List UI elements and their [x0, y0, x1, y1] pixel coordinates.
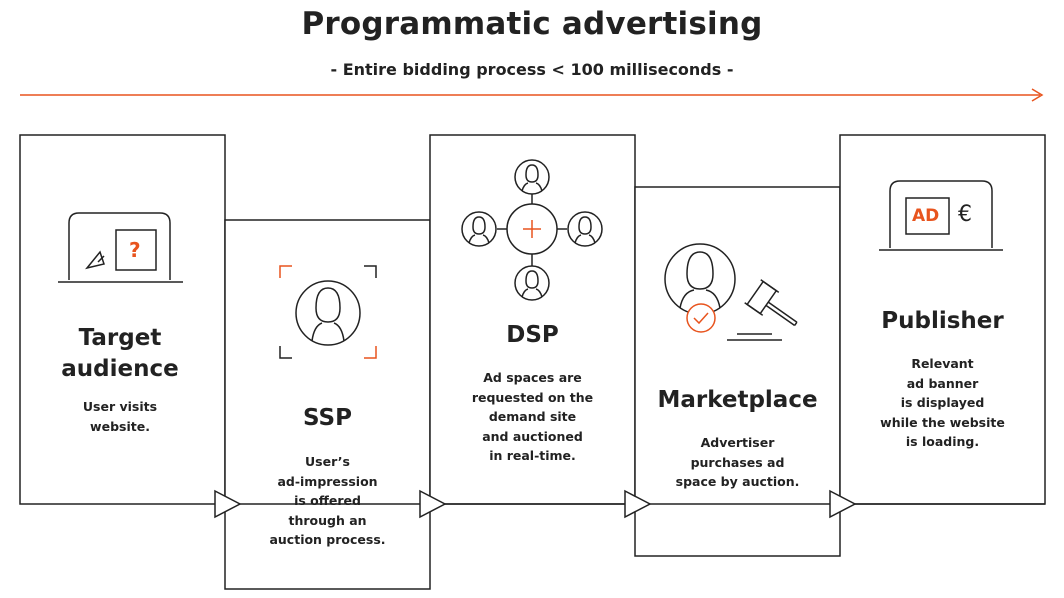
laptop-cursor-question-icon [58, 212, 183, 283]
flow-arrow-3-icon [624, 489, 652, 519]
stage-description-ssp: User’s ad-impression is offered through … [269, 454, 386, 547]
stage-description-marketplace: Advertiser purchases ad space by auction… [675, 435, 800, 489]
stage-title-ssp: SSP [303, 405, 352, 431]
ad-badge-icon: AD [912, 206, 940, 226]
timeline-arrow [20, 88, 1044, 102]
stage-box-target-audience [19, 134, 226, 505]
stage-box-marketplace [634, 186, 841, 557]
stage-title-publisher: Publisher [881, 308, 1004, 334]
flow-arrow-2-icon [419, 489, 447, 519]
stage-title-marketplace: Marketplace [657, 387, 818, 413]
page-title: Programmatic advertising [301, 6, 763, 42]
stage-box-publisher [839, 134, 1046, 505]
flow-arrow-4-icon [829, 489, 857, 519]
stage-description-dsp: Ad spaces are requested on the demand si… [471, 370, 594, 463]
laptop-ad-euro-icon [879, 180, 1003, 251]
user-check-gavel-icon [664, 243, 798, 341]
flow-arrow-1-icon [214, 489, 242, 519]
page-subtitle: - Entire bidding process < 100 milliseco… [330, 60, 734, 79]
stage-description-publisher: Relevant ad banner is displayed while th… [880, 356, 1005, 449]
user-focus-frame-icon [279, 265, 377, 359]
user-network-icon [461, 159, 603, 301]
euro-icon: € [958, 202, 972, 227]
stage-description-target-audience: User visits website. [82, 399, 158, 434]
stage-title-target-audience: Target audience [61, 325, 179, 382]
stage-title-dsp: DSP [506, 322, 559, 348]
question-mark-icon: ? [129, 238, 141, 262]
